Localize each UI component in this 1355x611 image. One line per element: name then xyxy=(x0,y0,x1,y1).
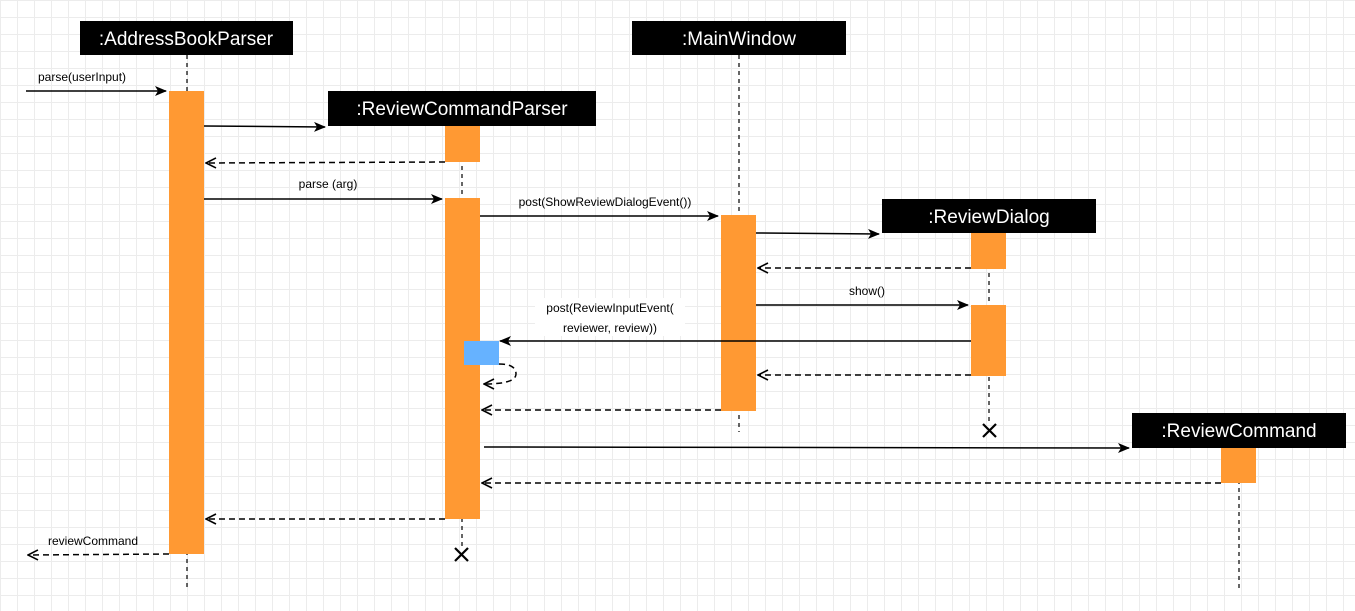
label-parse-arg: parse (arg) xyxy=(299,177,358,191)
participant-label: :ReviewCommandParser xyxy=(356,99,568,120)
label-parse-user-input: parse(userInput) xyxy=(38,70,126,84)
label-background xyxy=(535,298,685,336)
label-post-review-input-event-args: reviewer, review)) xyxy=(563,321,657,335)
activation-main-window xyxy=(721,215,756,411)
return-review-command xyxy=(28,554,170,555)
participant-label: :AddressBookParser xyxy=(99,29,274,50)
message-create-review-dialog xyxy=(755,228,880,239)
destroy-review-dialog xyxy=(982,423,997,438)
message-create-review-command xyxy=(483,442,1130,453)
activation-review-dialog-show xyxy=(971,305,1006,376)
activation-address-book-parser xyxy=(169,91,204,554)
participant-address-book-parser: :AddressBookParser xyxy=(80,21,293,55)
participant-label: :MainWindow xyxy=(682,29,796,50)
activation-review-command xyxy=(1221,448,1256,483)
return-review-command-parser xyxy=(206,162,446,163)
label-show: show() xyxy=(849,284,885,298)
activation-event-handler xyxy=(464,341,499,365)
message-create-review-command-parser xyxy=(203,121,326,132)
participant-review-dialog: :ReviewDialog xyxy=(882,199,1096,233)
label-post-review-input-event: post(ReviewInputEvent( xyxy=(546,301,673,315)
participant-label: :ReviewDialog xyxy=(928,207,1049,228)
label-post-show-review-dialog: post(ShowReviewDialogEvent()) xyxy=(519,195,692,209)
activation-review-command-parser-create xyxy=(445,126,480,162)
participant-label: :ReviewCommand xyxy=(1161,421,1316,442)
return-self-event-handler xyxy=(484,363,517,384)
destroy-review-command-parser xyxy=(454,547,469,562)
participant-review-command: :ReviewCommand xyxy=(1132,413,1346,448)
label-review-command-return: reviewCommand xyxy=(48,534,138,548)
activation-review-dialog-create xyxy=(971,233,1006,269)
participant-review-command-parser: :ReviewCommandParser xyxy=(328,91,596,126)
participant-main-window: :MainWindow xyxy=(632,21,846,55)
